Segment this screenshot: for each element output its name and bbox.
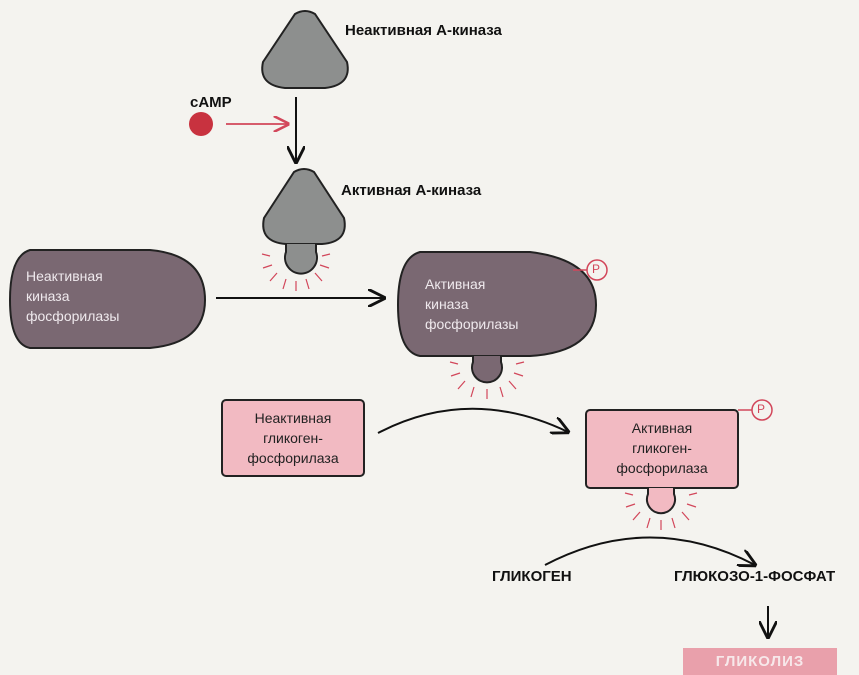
active-phk-line-2: киназа xyxy=(425,296,469,312)
inactive-phk-kinase-shape xyxy=(8,249,207,349)
inactive-phk-line-1: Неактивная xyxy=(26,268,103,284)
inactive-gp-line-1: Неактивная xyxy=(254,410,332,426)
active-phk-kinase-label: Активная киназа фосфорилазы xyxy=(425,274,555,334)
inactive-gp-line-3: фосфорилаза xyxy=(247,450,339,466)
activation-arrow-gp xyxy=(377,407,568,433)
active-gp-shape xyxy=(585,409,739,515)
inactive-phk-kinase-label: Неактивная киназа фосфорилазы xyxy=(26,266,166,326)
camp-molecule xyxy=(189,112,213,136)
inactive-phk-line-3: фосфорилазы xyxy=(26,308,120,324)
phk-phosphate-circle xyxy=(586,259,608,281)
active-a-kinase-label: Активная А-киназа xyxy=(341,182,482,199)
active-phk-line-1: Активная xyxy=(425,276,486,292)
active-gp-line-1: Активная xyxy=(631,420,693,436)
glycogen-label: ГЛИКОГЕН xyxy=(492,568,572,585)
g1p-label: ГЛЮКОЗО-1-ФОСФАТ xyxy=(674,568,836,585)
inactive-phk-line-2: киназа xyxy=(26,288,70,304)
active-gp-label: Активная гликоген- фосфорилаза xyxy=(596,418,728,478)
active-a-kinase-shape xyxy=(262,168,346,275)
inactive-gp-label: Неактивная гликоген- фосфорилаза xyxy=(232,408,354,468)
inactive-gp-line-2: гликоген- xyxy=(263,430,323,446)
glycolysis-bar: ГЛИКОЛИЗ xyxy=(683,648,837,675)
active-phk-kinase-shape xyxy=(396,251,598,384)
inactive-gp-box xyxy=(221,399,365,477)
inactive-a-kinase-shape xyxy=(261,10,349,89)
active-phk-line-3: фосфорилазы xyxy=(425,316,519,332)
active-gp-line-3: фосфорилаза xyxy=(616,460,708,476)
a-kinase-active-site-rays xyxy=(261,253,331,291)
gp-phosphate-label: P xyxy=(757,402,766,416)
reaction-arrow-glycogen xyxy=(544,536,755,566)
active-gp-line-2: гликоген- xyxy=(632,440,692,456)
inactive-a-kinase-label: Неактивная А-киназа xyxy=(345,22,502,39)
phk-active-site-rays xyxy=(449,361,525,399)
gp-active-site-rays xyxy=(624,492,698,530)
phk-phosphate-label: P xyxy=(592,262,601,276)
gp-phosphate-circle xyxy=(751,399,773,421)
camp-label: cAMP xyxy=(190,94,232,111)
